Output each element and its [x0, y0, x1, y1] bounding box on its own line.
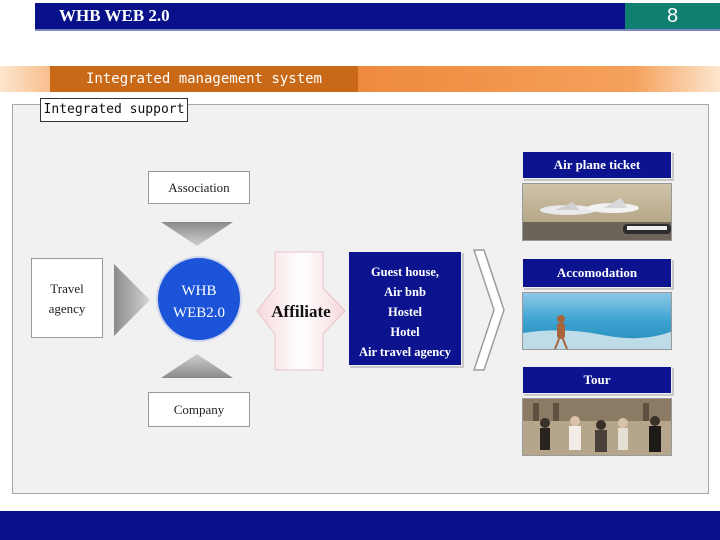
whb-label-line2: WEB2.0 [172, 305, 226, 321]
association-box: Association [148, 171, 250, 204]
affiliate-arrow-icon [256, 251, 346, 371]
travel-agency-box: Travel agency [31, 258, 103, 338]
title-underline [35, 29, 720, 31]
page-number: 8 [625, 3, 720, 29]
airplane-image [523, 184, 671, 240]
whb-circle [156, 256, 242, 342]
partner-item: Hostel [387, 305, 423, 319]
airplane-photo [522, 183, 672, 241]
tour-group-photo [522, 398, 672, 456]
right-arrow-icon [114, 264, 150, 336]
company-box: Company [148, 392, 250, 427]
whb-label: WHB WEB2.0 [155, 280, 243, 324]
travel-agency-line1: Travel [50, 281, 84, 296]
beach-photo [522, 292, 672, 350]
partner-item: Guest house, [370, 265, 440, 279]
service-label-accommodation: Accomodation [522, 258, 672, 288]
panel-tab: Integrated support [40, 98, 188, 122]
partner-item: Air travel agency [358, 345, 452, 359]
partners-box: Guest house, Air bnb Hostel Hotel Air tr… [348, 251, 462, 366]
partner-item: Air bnb [384, 285, 426, 299]
section-label: Integrated management system [50, 66, 358, 92]
slide-title: WHB WEB 2.0 [35, 3, 625, 29]
chevron-right-icon [472, 249, 505, 371]
beach-image [523, 293, 671, 349]
partner-item: Hotel [390, 325, 420, 339]
service-label-tour: Tour [522, 366, 672, 394]
footer-bar [0, 511, 720, 540]
down-arrow-icon [161, 222, 233, 246]
affiliate-label: Affiliate [271, 302, 331, 321]
tour-image [523, 399, 671, 455]
service-label-airplane: Air plane ticket [522, 151, 672, 179]
travel-agency-line2: agency [48, 301, 86, 316]
whb-label-line1: WHB [181, 283, 217, 299]
up-arrow-icon [161, 354, 233, 378]
